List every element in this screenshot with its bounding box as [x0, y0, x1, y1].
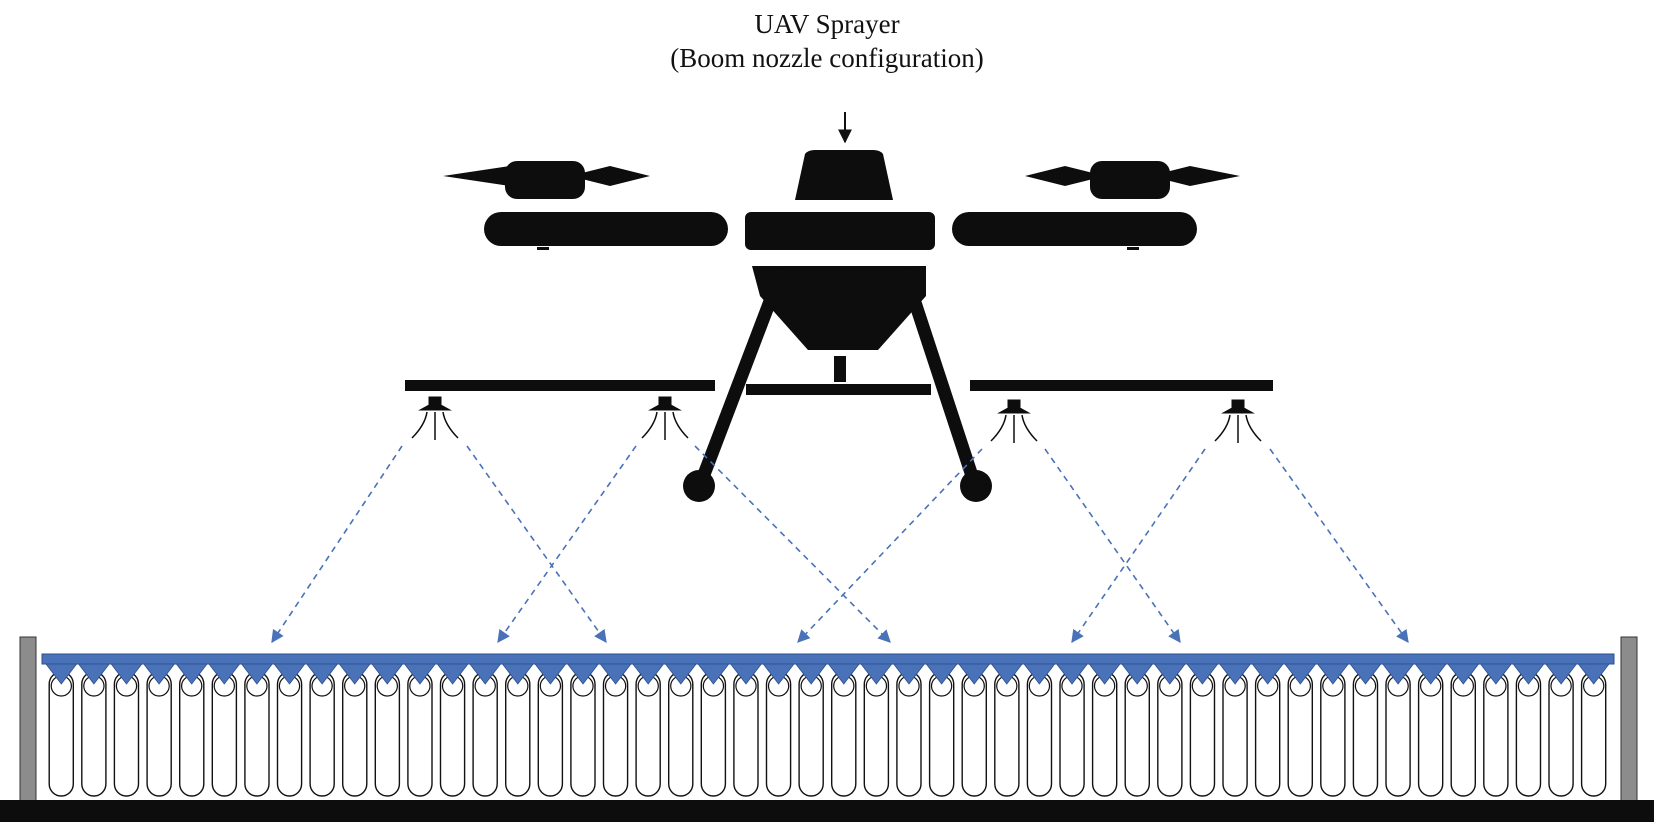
collection-funnel — [1186, 663, 1219, 685]
left-arm-mark — [537, 247, 549, 250]
collection-funnel — [240, 663, 274, 685]
collection-funnel — [1023, 663, 1056, 685]
collection-funnel — [142, 663, 176, 685]
right-motor — [1090, 161, 1170, 199]
right-propeller-right-blade — [1150, 166, 1240, 186]
right-arm-mark — [1127, 247, 1139, 250]
right-frame-post — [1620, 636, 1638, 802]
collection-funnel — [632, 663, 665, 685]
collection-funnel — [110, 663, 143, 685]
collection-funnel — [1088, 663, 1121, 685]
collection-funnel — [762, 663, 795, 685]
collection-funnel — [1512, 663, 1545, 685]
collection-funnel — [501, 663, 534, 685]
right-propeller — [1025, 166, 1105, 186]
nozzle — [990, 399, 1038, 443]
collection-funnel — [1544, 663, 1578, 685]
collection-funnel — [469, 663, 502, 685]
collection-funnel — [664, 663, 697, 685]
boom-center — [746, 384, 931, 395]
collection-tubes — [48, 671, 1607, 797]
collection-funnel — [1153, 663, 1186, 685]
collection-funnel — [1251, 663, 1284, 685]
spray-path — [797, 448, 983, 643]
spray-path — [1044, 448, 1181, 644]
collection-funnel — [1349, 663, 1382, 685]
collection-funnel — [1381, 663, 1415, 685]
left-frame-post — [19, 636, 37, 802]
collection-funnel — [45, 663, 78, 685]
gps-unit — [795, 150, 893, 200]
collection-funnel — [436, 663, 469, 685]
collection-funnel — [403, 663, 437, 685]
collection-funnel — [208, 663, 241, 685]
spray-tank — [752, 266, 926, 350]
center-frame — [745, 212, 935, 250]
collection-funnel — [534, 663, 567, 685]
collection-funnel — [338, 663, 371, 685]
collection-funnel — [697, 663, 730, 685]
collection-funnel — [1447, 663, 1480, 685]
collection-funnel — [860, 663, 893, 685]
collection-funnel — [273, 663, 306, 685]
collection-funnel — [892, 663, 926, 685]
drone-body — [405, 150, 1273, 502]
collection-funnel — [795, 663, 828, 685]
boom-right — [970, 380, 1273, 391]
collection-funnel — [990, 663, 1023, 685]
collection-funnel — [1577, 663, 1610, 685]
left-propeller-right-blade — [570, 166, 650, 186]
spray-path — [497, 445, 637, 644]
collection-funnel — [827, 663, 860, 685]
collection-funnel — [1055, 663, 1089, 685]
spray-path — [271, 445, 403, 644]
collection-funnel — [599, 663, 632, 685]
left-motor — [505, 161, 585, 199]
collection-funnel — [1479, 663, 1513, 685]
collection-funnels — [45, 663, 1610, 685]
diagram-title: UAV Sprayer — [754, 9, 900, 39]
patternator-base — [0, 800, 1654, 822]
collection-funnel — [729, 663, 763, 685]
nozzle — [411, 396, 459, 440]
spray-path — [1269, 448, 1409, 644]
collection-funnel — [77, 663, 111, 685]
collection-funnel — [925, 663, 958, 685]
right-arm — [952, 212, 1197, 246]
nozzle — [641, 396, 689, 440]
collection-funnel — [566, 663, 600, 685]
left-landing-leg — [693, 268, 787, 492]
spray-path — [1071, 448, 1206, 644]
right-foot — [960, 470, 992, 502]
collection-funnel — [958, 663, 991, 685]
collection-funnel — [1121, 663, 1154, 685]
left-foot — [683, 470, 715, 502]
diagram-subtitle: (Boom nozzle configuration) — [670, 43, 984, 73]
boom-left — [405, 380, 715, 391]
left-arm — [484, 212, 728, 246]
spray-paths — [271, 445, 1409, 644]
right-landing-leg — [899, 268, 982, 492]
collection-funnel — [1218, 663, 1252, 685]
spray-path — [466, 445, 607, 644]
collection-funnel — [305, 663, 339, 685]
spray-path — [694, 445, 891, 643]
collection-funnel — [1414, 663, 1447, 685]
patternator-channel-bar — [41, 653, 1615, 665]
nozzle — [1214, 399, 1262, 443]
collection-funnel — [175, 663, 208, 685]
collection-funnel — [371, 663, 404, 685]
collection-funnel — [1284, 663, 1317, 685]
tank-outlet — [834, 356, 846, 382]
collection-funnel — [1316, 663, 1350, 685]
